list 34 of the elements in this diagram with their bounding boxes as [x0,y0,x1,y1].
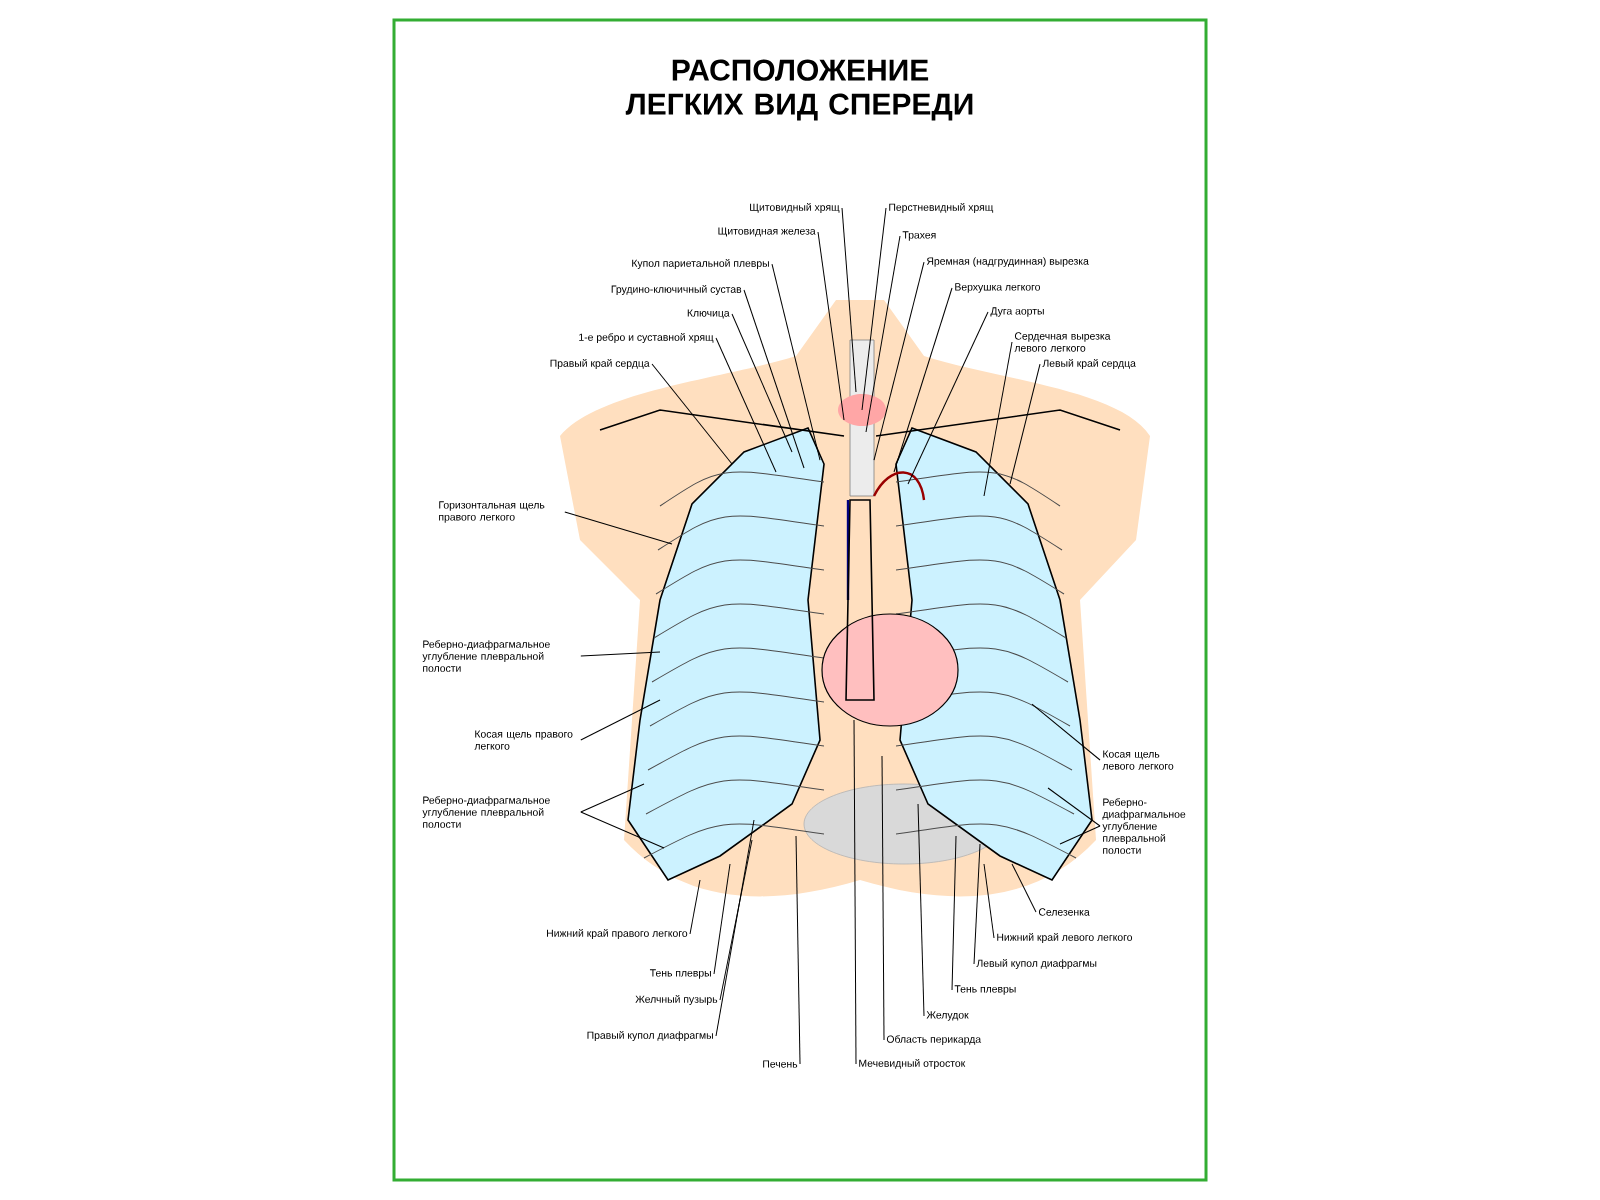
poster-title: РАСПОЛОЖЕНИЕ ЛЕГКИХ ВИД СПЕРЕДИ [625,59,973,121]
leader-line [907,311,989,485]
leader-line [715,819,755,1037]
leader-line [893,287,953,473]
leader-line [580,811,665,849]
leader-line [861,207,887,411]
leader-line [983,863,995,939]
leader-line [817,231,845,421]
leader-line [881,755,885,1041]
leader-line [715,337,777,473]
leader-line [743,289,805,469]
leader-line [713,863,731,975]
leader-line [853,719,857,1065]
leader-line [841,207,857,393]
leader-line [689,879,701,935]
leader-line [1011,863,1037,913]
leader-line [1059,825,1101,845]
leader-line [865,235,901,433]
leader-line [795,835,801,1065]
leader-line [873,261,925,461]
leader-line [580,651,661,657]
leader-line [951,835,957,991]
leader-line [580,783,645,813]
leader-line [917,803,925,1017]
leader-line [1047,787,1101,827]
leader-line [771,263,821,461]
leader-line [1031,703,1101,761]
leader-line [973,843,981,965]
leader-line [983,341,1013,497]
leader-line [580,699,661,741]
leader-line [731,313,793,453]
leader-line [1009,363,1041,485]
leader-line [651,363,733,465]
leader-line [719,839,753,1001]
